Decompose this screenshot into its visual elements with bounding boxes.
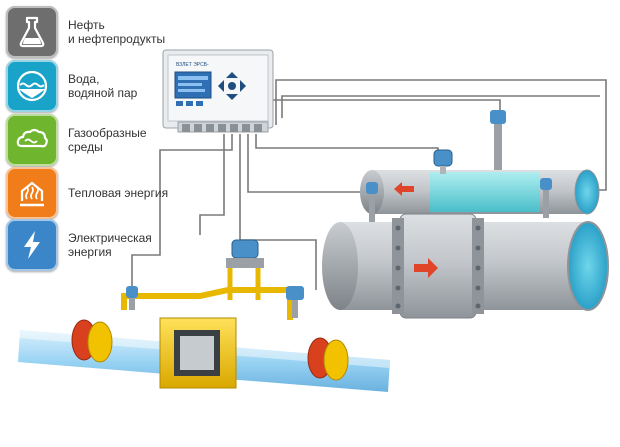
- cable: [199, 134, 225, 235]
- legend-label: Вода, водяной пар: [68, 72, 138, 100]
- flow-arrow: [414, 258, 438, 278]
- legend-item-water: Вода, водяной пар: [6, 60, 206, 112]
- legend-item-heat: Тепловая энергия: [6, 167, 206, 219]
- cable: [255, 134, 439, 150]
- left-pipeline: [18, 239, 390, 392]
- sensor: [433, 149, 453, 174]
- water-icon: [6, 60, 58, 112]
- flange-right: [307, 337, 349, 381]
- legend-item-electric: Электрическая энергия: [6, 219, 206, 271]
- gas-cloud-icon: [6, 114, 58, 166]
- cable: [281, 95, 600, 118]
- cable: [265, 99, 501, 130]
- cable: [239, 134, 317, 290]
- sensor: [126, 286, 138, 310]
- legend-item-gas: Газообразные среды: [6, 114, 206, 166]
- heat-icon: [6, 167, 58, 219]
- pressure-transmitter: [226, 239, 264, 268]
- flask-icon: [6, 6, 58, 58]
- sensor: [490, 110, 506, 170]
- lower-pipe: [322, 213, 609, 319]
- cable: [247, 134, 373, 193]
- upper-pipe: [360, 110, 600, 224]
- legend-label: Газообразные среды: [68, 126, 147, 154]
- lightning-icon: [6, 219, 58, 271]
- legend-label: Электрическая энергия: [68, 231, 152, 259]
- svg-text:ВЗЛЕТ ЭРСВ-: ВЗЛЕТ ЭРСВ-: [176, 62, 209, 68]
- legend-item-oil: Нефть и нефтепродукты: [6, 6, 206, 58]
- cable: [131, 134, 233, 290]
- legend-label: Нефть и нефтепродукты: [68, 18, 166, 46]
- flange-left: [71, 319, 113, 363]
- flow-arrow: [394, 182, 414, 196]
- controller-unit: ВЗЛЕТ ЭРСВ-: [162, 49, 274, 133]
- meter-body: [159, 317, 237, 389]
- sensor: [540, 178, 552, 218]
- sensor: [366, 182, 378, 224]
- sensor: [286, 286, 304, 318]
- legend-label: Тепловая энергия: [68, 186, 169, 200]
